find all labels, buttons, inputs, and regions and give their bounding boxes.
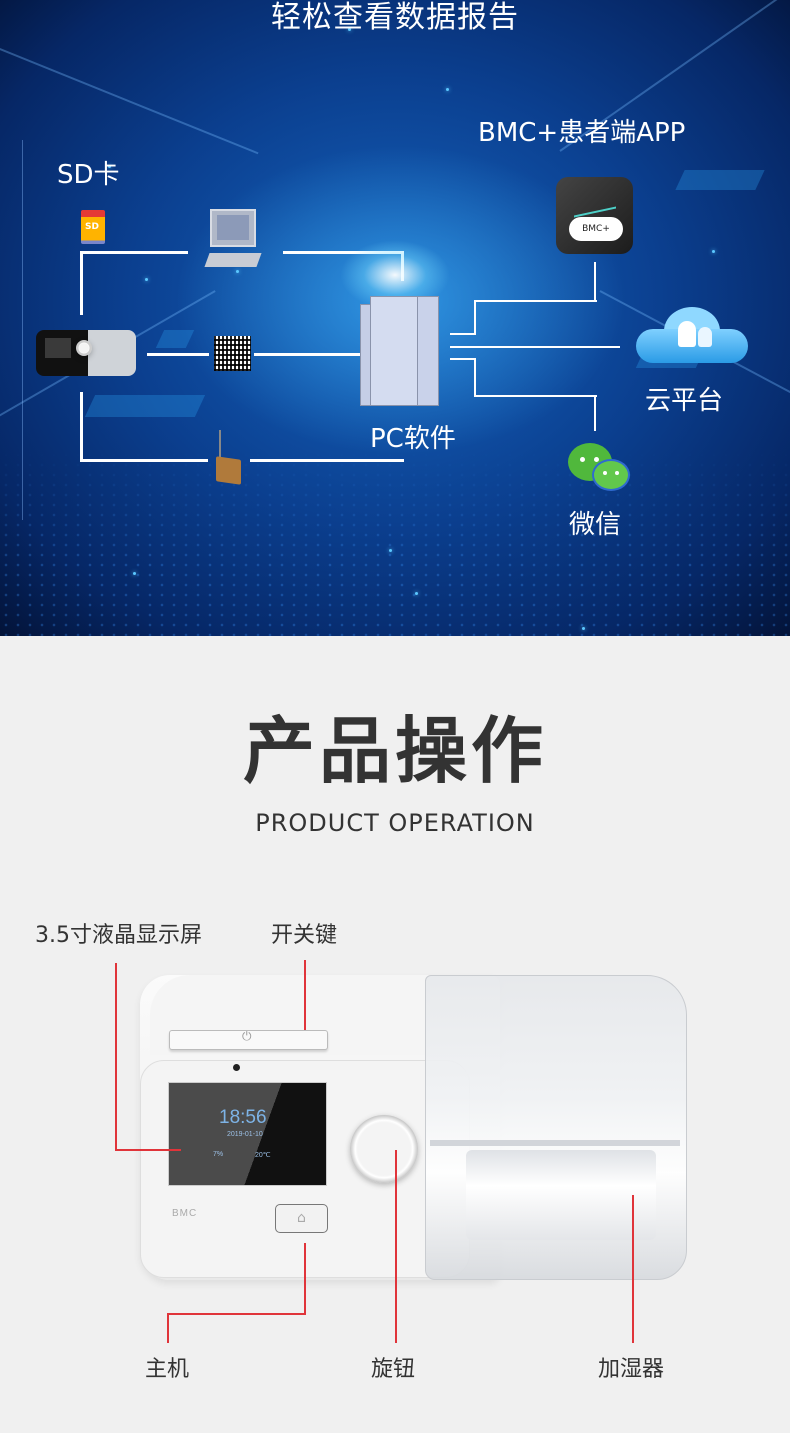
lcd-date: 2019-01-10	[227, 1131, 263, 1138]
humidifier-water-chamber	[466, 1150, 656, 1240]
spark	[145, 278, 148, 281]
spark	[108, 165, 111, 168]
connector-line	[474, 300, 597, 302]
qr-code-icon	[214, 336, 251, 371]
wechat-icon	[568, 443, 632, 495]
desktop-computer-icon	[210, 209, 256, 247]
spark	[133, 572, 136, 575]
callout-host-label: 主机	[145, 1357, 190, 1382]
callout-power-label: 开关键	[271, 923, 338, 948]
spark	[389, 549, 392, 552]
connector-line	[147, 353, 209, 356]
connector-line	[450, 346, 620, 348]
callout-line-host	[167, 1313, 169, 1343]
device-knob-icon	[76, 340, 92, 356]
connector-line	[594, 395, 596, 431]
rotary-knob[interactable]	[350, 1115, 418, 1183]
lcd-time: 18:56	[219, 1107, 267, 1128]
app-cloud-badge: BMC+	[569, 217, 623, 241]
server-icon	[360, 296, 440, 406]
wireless-module-icon	[216, 456, 241, 485]
banner-title: 轻松查看数据报告	[271, 0, 519, 35]
callout-line-host	[167, 1313, 306, 1315]
home-icon: ⌂	[297, 1210, 306, 1226]
ventilator-device-icon	[36, 330, 136, 376]
home-button[interactable]: ⌂	[275, 1204, 328, 1233]
indicator-dot	[233, 1064, 240, 1071]
wechat-label: 微信	[569, 510, 622, 540]
power-icon: ⏻	[242, 1029, 252, 1043]
cloud-platform-label: 云平台	[645, 386, 724, 416]
data-report-banner: 轻松查看数据报告 SD卡 PC软件 BMC+患者端APP BMC+ 云平台	[0, 0, 790, 636]
connector-line	[450, 358, 475, 360]
connector-line	[80, 459, 208, 462]
connector-line	[250, 459, 404, 462]
bmc-logo: BMC	[172, 1208, 198, 1219]
decor-beam	[0, 40, 259, 155]
callout-humidifier-label: 加湿器	[598, 1357, 665, 1382]
callout-line-host	[304, 1243, 306, 1315]
lcd-humidity: 7%	[213, 1151, 224, 1158]
patient-app-label: BMC+患者端APP	[478, 118, 686, 148]
spark	[348, 28, 351, 31]
cloud-platform-icon	[636, 307, 748, 363]
spark	[415, 592, 418, 595]
connector-line	[474, 358, 476, 396]
callout-line-power	[304, 960, 306, 1030]
sd-card-icon	[81, 210, 105, 244]
antenna-icon	[219, 430, 221, 460]
sd-card-label: SD卡	[57, 160, 120, 190]
connector-line	[254, 353, 360, 356]
connector-line	[474, 395, 597, 397]
callout-knob-label: 旋钮	[371, 1357, 416, 1382]
connector-line	[283, 251, 404, 254]
connector-line	[80, 251, 188, 254]
connector-line	[80, 251, 83, 315]
dotted-grid-floor	[0, 450, 790, 636]
lcd-temperature: 20℃	[255, 1152, 271, 1159]
spark	[582, 627, 585, 630]
device-screen-icon	[45, 338, 71, 358]
callout-line-lcd	[115, 963, 117, 1151]
humidifier-ledge	[430, 1140, 680, 1146]
callout-line-humidifier	[632, 1195, 634, 1343]
callout-line-knob	[395, 1150, 397, 1343]
connector-line	[474, 300, 476, 335]
spark	[236, 270, 239, 273]
lcd-display: 18:56 2019-01-10 7% 20℃	[168, 1082, 327, 1186]
keyboard-icon	[204, 253, 262, 267]
connector-line	[450, 333, 475, 335]
connector-line	[80, 392, 83, 462]
bmc-app-icon: BMC+	[556, 177, 633, 254]
trend-chart-icon	[574, 190, 616, 218]
power-button[interactable]: ⏻	[169, 1029, 328, 1050]
product-operation-title: 产品操作	[242, 709, 547, 793]
decor-vline	[22, 140, 23, 520]
callout-line-lcd	[115, 1149, 181, 1151]
decor-bar	[675, 170, 765, 190]
product-operation-subtitle: PRODUCT OPERATION	[255, 809, 535, 837]
spark	[446, 88, 449, 91]
decor-bar	[84, 395, 206, 417]
spark	[712, 250, 715, 253]
connector-line	[594, 262, 596, 302]
callout-lcd-label: 3.5寸液晶显示屏	[35, 923, 202, 948]
pc-software-label: PC软件	[370, 424, 456, 454]
decor-bar	[155, 330, 195, 348]
